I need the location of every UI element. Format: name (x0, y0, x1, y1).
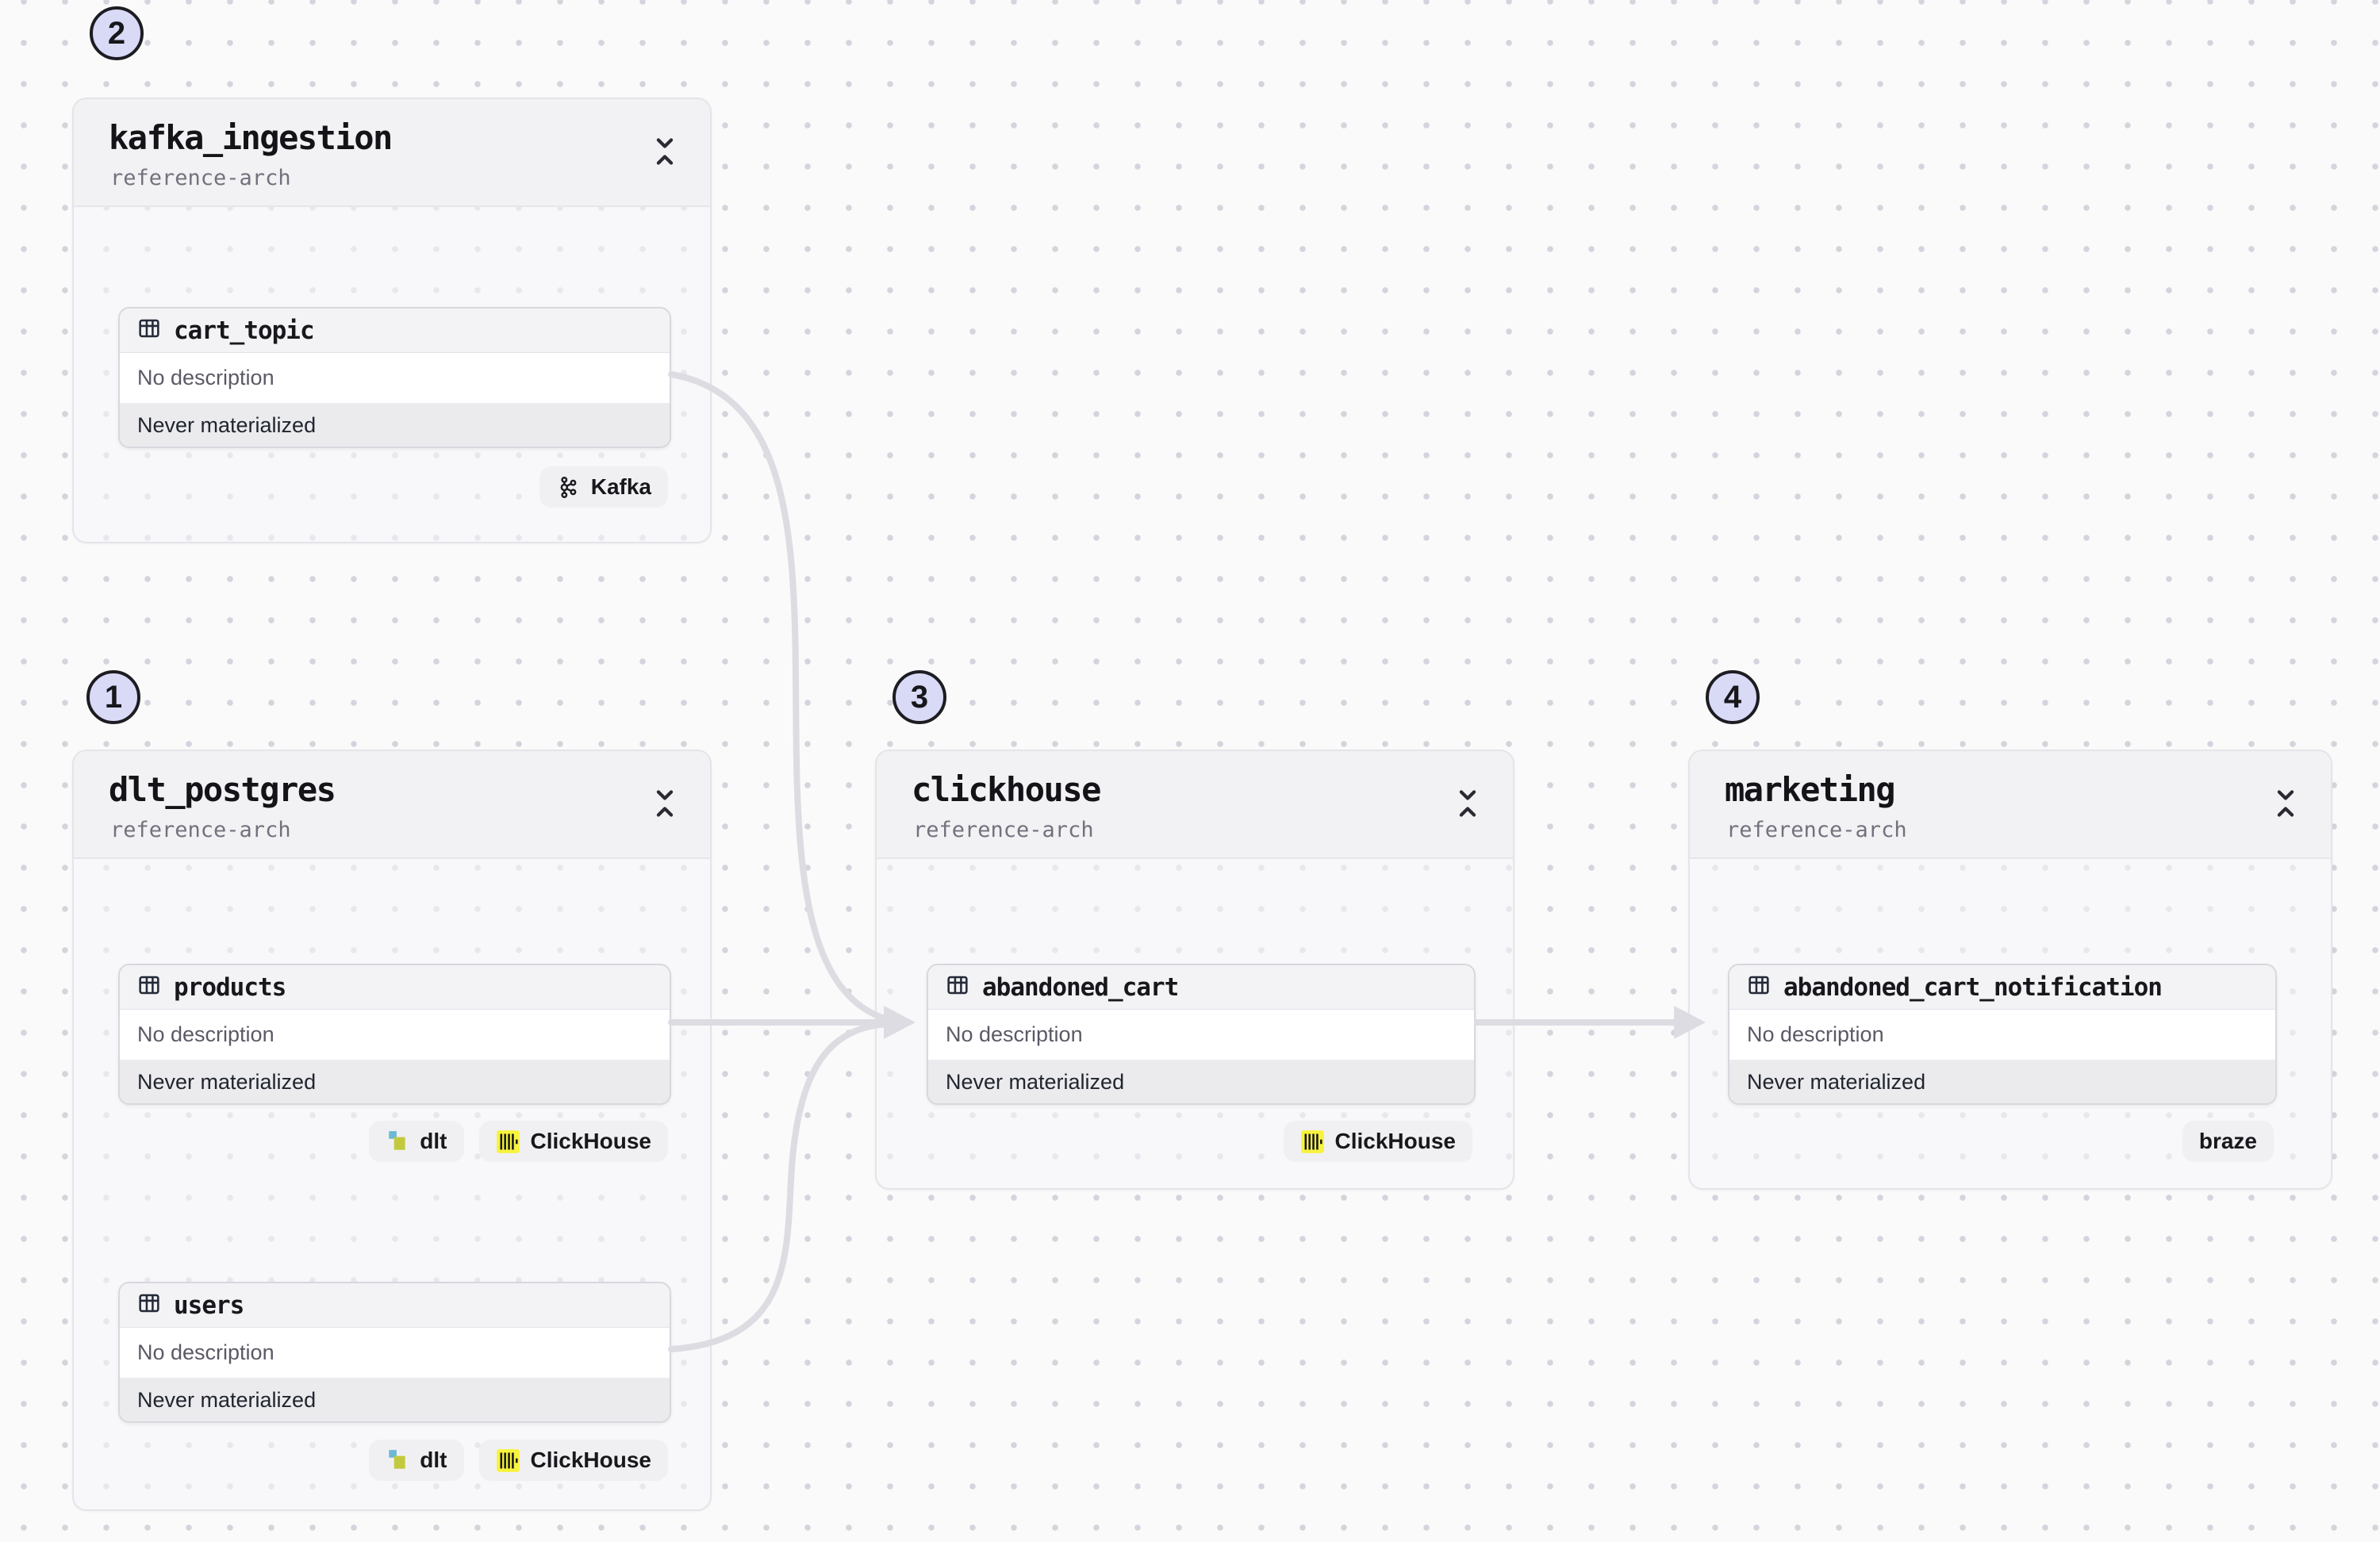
group-title: kafka_ingestion (109, 118, 393, 157)
kind-badge-label: ClickHouse (530, 1448, 652, 1472)
group-subtitle: reference-arch (110, 166, 291, 190)
asset-name: abandoned_cart (982, 972, 1179, 1002)
asset-name: cart_topic (174, 316, 315, 345)
table-icon (1746, 972, 1772, 1002)
asset-card-cart-topic[interactable]: cart_topic No description Never material… (118, 307, 671, 448)
kind-badge-label: ClickHouse (530, 1129, 652, 1153)
asset-description: No description (928, 1010, 1474, 1060)
collapse-icon (1452, 787, 1484, 823)
kind-badge-clickhouse: ClickHouse (1283, 1121, 1472, 1162)
asset-card-header: users (120, 1283, 670, 1328)
asset-card-header: cart_topic (120, 309, 670, 353)
group-header[interactable]: clickhouse reference-arch (877, 751, 1513, 859)
group-title: dlt_postgres (109, 770, 336, 809)
badge-row: dlt ClickHouse (369, 1440, 668, 1481)
badge-row: dlt ClickHouse (369, 1121, 668, 1162)
badge-row: Kafka (539, 466, 668, 508)
collapse-icon (649, 787, 681, 823)
group-header[interactable]: kafka_ingestion reference-arch (74, 99, 710, 207)
clickhouse-icon (496, 1129, 520, 1154)
collapse-button[interactable] (2267, 786, 2304, 823)
group-subtitle: reference-arch (913, 818, 1094, 842)
kind-badge-kafka: Kafka (539, 466, 668, 508)
collapse-button[interactable] (647, 134, 683, 171)
clickhouse-icon (496, 1448, 520, 1473)
asset-description: No description (120, 1010, 670, 1060)
kind-badge-label: ClickHouse (1334, 1129, 1457, 1153)
step-marker-4: 4 (1706, 670, 1760, 724)
clickhouse-icon (1300, 1129, 1325, 1154)
group-node-clickhouse[interactable]: clickhouse reference-arch abandoned_cart… (875, 750, 1514, 1190)
asset-card-users[interactable]: users No description Never materialized (118, 1282, 671, 1423)
asset-status: Never materialized (120, 404, 670, 447)
asset-description: No description (1729, 1010, 2275, 1060)
badge-row: ClickHouse (1283, 1121, 1472, 1162)
asset-card-header: products (120, 965, 670, 1010)
group-node-dlt-postgres[interactable]: dlt_postgres reference-arch products No … (72, 750, 712, 1511)
asset-description: No description (120, 1328, 670, 1379)
kafka-icon (556, 475, 581, 500)
group-node-kafka-ingestion[interactable]: kafka_ingestion reference-arch cart_topi… (72, 98, 712, 543)
kind-badge-label: braze (2198, 1129, 2257, 1153)
asset-status: Never materialized (120, 1379, 670, 1421)
table-icon (136, 1290, 162, 1320)
table-icon (945, 972, 970, 1002)
kind-badge-dlt: dlt (369, 1121, 464, 1162)
asset-status: Never materialized (120, 1060, 670, 1103)
asset-description: No description (120, 353, 670, 404)
collapse-icon (2270, 787, 2301, 823)
canvas-bottom-edge (0, 1541, 2380, 1553)
badge-row: braze (2182, 1121, 2274, 1162)
asset-card-abandoned-cart-notification[interactable]: abandoned_cart_notification No descripti… (1728, 964, 2277, 1105)
asset-card-header: abandoned_cart (928, 965, 1474, 1010)
kind-badge-dlt: dlt (369, 1440, 464, 1481)
asset-card-header: abandoned_cart_notification (1729, 965, 2275, 1010)
group-title: clickhouse (912, 770, 1101, 809)
group-title: marketing (1725, 770, 1896, 809)
kind-badge-braze: braze (2182, 1121, 2274, 1162)
collapse-button[interactable] (1449, 786, 1486, 823)
dlt-icon (386, 1448, 409, 1472)
asset-status: Never materialized (1729, 1060, 2275, 1103)
asset-name: users (174, 1290, 244, 1320)
group-header[interactable]: dlt_postgres reference-arch (74, 751, 710, 859)
group-subtitle: reference-arch (1726, 818, 1907, 842)
step-marker-1: 1 (86, 670, 140, 724)
step-marker-3: 3 (892, 670, 946, 724)
asset-card-abandoned-cart[interactable]: abandoned_cart No description Never mate… (927, 964, 1476, 1105)
group-header[interactable]: marketing reference-arch (1690, 751, 2331, 859)
group-subtitle: reference-arch (110, 818, 291, 842)
kind-badge-label: dlt (420, 1448, 447, 1472)
collapse-button[interactable] (647, 786, 683, 823)
asset-card-products[interactable]: products No description Never materializ… (118, 964, 671, 1105)
kind-badge-label: dlt (420, 1129, 447, 1153)
kind-badge-clickhouse: ClickHouse (478, 1121, 668, 1162)
asset-name: products (174, 972, 286, 1002)
collapse-icon (649, 135, 681, 171)
table-icon (136, 972, 162, 1002)
asset-status: Never materialized (928, 1060, 1474, 1103)
asset-name: abandoned_cart_notification (1783, 972, 2163, 1002)
dlt-icon (386, 1129, 409, 1153)
step-marker-2: 2 (90, 6, 144, 60)
kind-badge-clickhouse: ClickHouse (478, 1440, 668, 1481)
table-icon (136, 316, 162, 345)
group-node-marketing[interactable]: marketing reference-arch abandoned_cart_… (1688, 750, 2332, 1190)
kind-badge-label: Kafka (590, 474, 651, 499)
